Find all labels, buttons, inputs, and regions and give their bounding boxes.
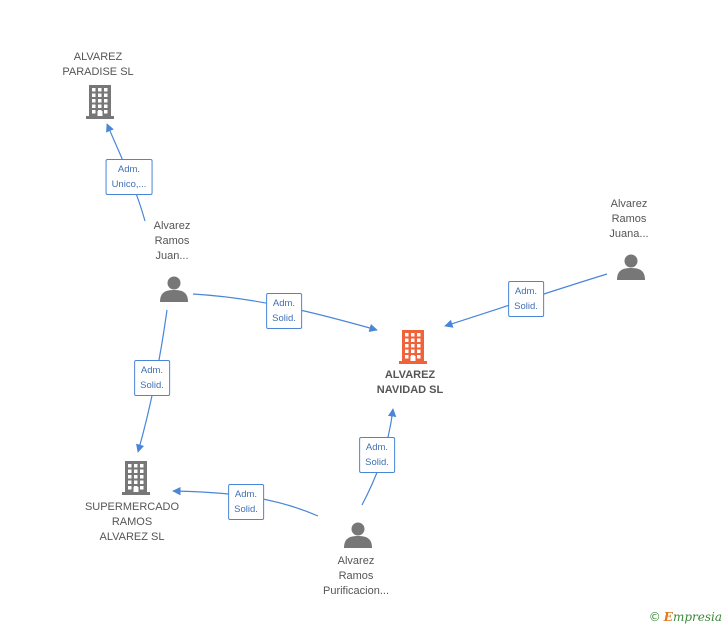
node-label-line: PARADISE SL (62, 66, 134, 78)
edge-label-line: Adm. (140, 365, 164, 376)
node-label-line: Ramos (611, 213, 647, 225)
brand-initial: E (663, 610, 673, 624)
edge-label-purificacion-supermercado[interactable]: Adm. Solid. (228, 484, 264, 520)
node-label-line: Purificacion... (322, 585, 390, 597)
node-label-line: Ramos (338, 570, 374, 582)
juana-person-icon (617, 254, 645, 280)
edge-label-line: Adm. (514, 286, 538, 297)
copyright-symbol: © (648, 610, 661, 624)
footer-brand: ©Empresia (649, 610, 722, 624)
node-label-line: Juan... (155, 250, 189, 262)
node-label-supermercado[interactable]: SUPERMERCADO RAMOS ALVAREZ SL (85, 500, 179, 545)
purificacion-person-icon (344, 522, 372, 548)
node-label-alvarez-navidad[interactable]: ALVAREZ NAVIDAD SL (377, 368, 443, 398)
supermercado-building-icon (122, 461, 150, 495)
brand-name: mpresia (672, 610, 722, 624)
edge-label-purificacion-navidad[interactable]: Adm. Solid. (359, 437, 395, 473)
edge-label-line: Adm. (365, 442, 389, 453)
node-label-line: Alvarez (153, 220, 191, 232)
node-label-line: Juana... (609, 228, 649, 240)
edge-label-line: Adm. (234, 489, 258, 500)
alvarez-paradise-building-icon (86, 85, 114, 119)
edge-label-line: Solid. (140, 380, 164, 391)
node-label-line: ALVAREZ (384, 369, 436, 381)
edge-label-line: Adm. (117, 164, 141, 175)
node-label-line: Ramos (154, 235, 190, 247)
node-label-alvarez-paradise[interactable]: ALVAREZ PARADISE SL (62, 50, 133, 80)
alvarez-navidad-building-icon (399, 330, 427, 364)
edge-label-line: Solid. (514, 301, 538, 312)
node-label-line: Alvarez (337, 555, 375, 567)
juan-person-icon (160, 276, 188, 302)
edge-label-juan-navidad[interactable]: Adm. Solid. (266, 293, 302, 329)
node-label-line: ALVAREZ (73, 51, 123, 63)
edge-label-line: Solid. (272, 313, 296, 324)
node-label-line: Alvarez (610, 198, 648, 210)
edge-label-line: Solid. (365, 457, 389, 468)
node-label-line: RAMOS (111, 516, 153, 528)
edge-label-line: Solid. (234, 504, 258, 515)
edge-label-juan-supermercado[interactable]: Adm. Solid. (134, 360, 170, 396)
edge-label-line: Adm. (272, 298, 296, 309)
edge-label-juan-paradise[interactable]: Adm. Unico,... (105, 159, 153, 195)
node-label-line: SUPERMERCADO (84, 501, 180, 513)
node-label-line: ALVAREZ SL (99, 531, 165, 543)
node-label-line: NAVIDAD SL (376, 384, 444, 396)
edge-label-line: Unico,... (111, 179, 147, 190)
edge-label-juana-navidad[interactable]: Adm. Solid. (508, 281, 544, 317)
